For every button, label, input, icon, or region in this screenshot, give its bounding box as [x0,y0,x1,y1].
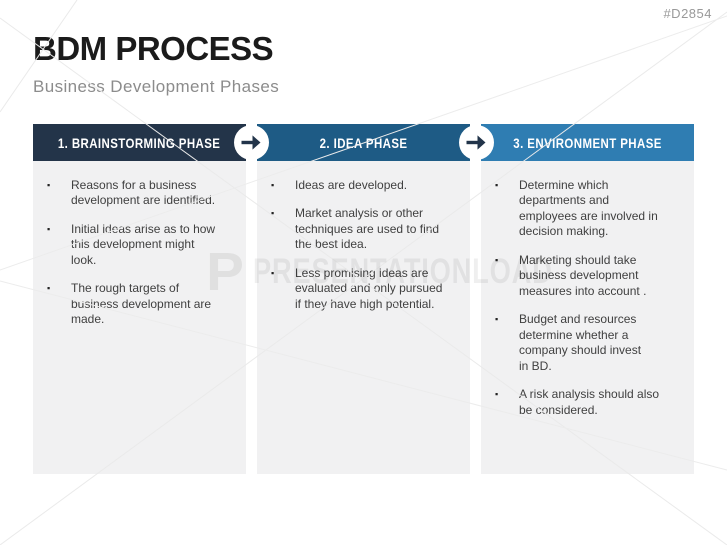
bullet-icon: ▪ [47,180,51,190]
list-item: ▪ Determine which departments and employe… [493,178,680,240]
bullet-icon: ▪ [271,208,275,219]
arrow-right-icon [234,125,269,160]
phase-card-brainstorming: 1. BRAINSTORMING PHASE ▪ Reasons for a bu… [33,124,246,474]
phase-body-brainstorming: ▪ Reasons for a business development are … [33,161,246,474]
slide-title: BDM PROCESS [33,30,274,67]
phase-header-brainstorming: 1. BRAINSTORMING PHASE [33,124,246,161]
list-item: ▪ Initial ideas arise as to how this deve… [45,222,232,268]
list-item: ▪ Less promising ideas are evaluated and … [269,266,456,312]
phase-card-environment: 3. ENVIRONMENT PHASE ▪ Determine which de… [481,124,694,474]
product-code: #D2854 [663,6,712,21]
bullet-icon: ▪ [271,267,275,278]
bullet-text: A risk analysis should also be considere… [519,387,660,417]
bullet-icon: ▪ [495,180,499,190]
bullet-text: Initial ideas arise as to how this devel… [71,221,216,267]
list-item: ▪ Budget and resources determine whether … [493,312,680,374]
bullet-icon: ▪ [271,180,275,190]
phase-header-label: 2. IDEA PHASE [319,134,408,151]
bullet-text: Less promising ideas are evaluated and o… [295,265,443,311]
bullet-text: Marketing should take business developme… [519,252,647,298]
bullet-text: Determine which departments and employee… [519,178,658,239]
arrow-right-icon [459,125,494,160]
list-item: ▪ Market analysis or other techniques are… [269,206,456,252]
list-item: ▪ Marketing should take business developm… [493,253,680,299]
bullet-text: The rough targets of business developmen… [71,281,212,327]
bullet-text: Market analysis or other techniques are … [295,206,440,252]
bullet-text: Ideas are developed. [295,178,408,192]
bullet-list: ▪ Reasons for a business development are … [45,178,232,328]
bullet-list: ▪ Ideas are developed. ▪ Market analysis o… [269,178,456,312]
phase-header-label: 3. ENVIRONMENT PHASE [513,134,662,151]
list-item: ▪ The rough targets of business developme… [45,281,232,327]
bullet-icon: ▪ [47,223,51,234]
phase-card-idea: 2. IDEA PHASE ▪ Ideas are developed. ▪ Mar… [257,124,470,474]
bullet-icon: ▪ [495,254,499,265]
bullet-icon: ▪ [47,283,51,294]
list-item: ▪ Ideas are developed. [269,178,456,193]
bullet-list: ▪ Determine which departments and employe… [493,178,680,418]
bullet-icon: ▪ [495,314,499,325]
phase-body-environment: ▪ Determine which departments and employe… [481,161,694,474]
phase-body-idea: ▪ Ideas are developed. ▪ Market analysis o… [257,161,470,474]
bullet-text: Budget and resources determine whether a… [519,312,642,373]
list-item: ▪ A risk analysis should also be consider… [493,387,680,418]
phase-header-label: 1. BRAINSTORMING PHASE [58,134,221,151]
phase-columns: 1. BRAINSTORMING PHASE ▪ Reasons for a bu… [33,124,694,474]
bullet-text: Reasons for a business development are i… [71,178,216,208]
phase-header-idea: 2. IDEA PHASE [257,124,470,161]
bullet-icon: ▪ [495,389,499,400]
slide-subtitle: Business Development Phases [33,77,280,96]
list-item: ▪ Reasons for a business development are … [45,178,232,209]
phase-header-environment: 3. ENVIRONMENT PHASE [481,124,694,161]
